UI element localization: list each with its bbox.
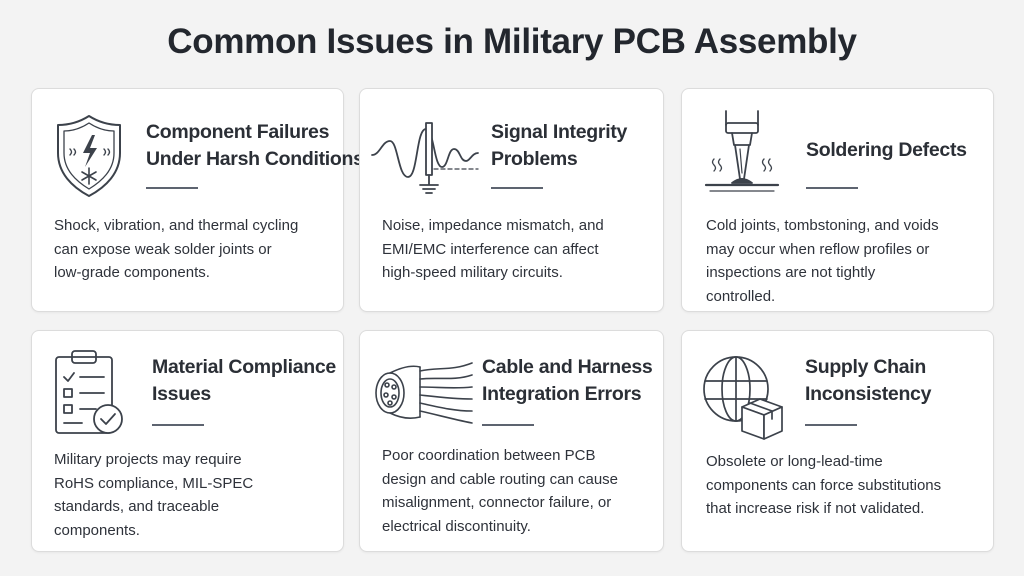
divider [806, 187, 858, 189]
clipboard-checklist-icon [52, 347, 128, 439]
divider [482, 424, 534, 426]
signal-waveform-icon [370, 121, 482, 205]
shield-lightning-snowflake-icon [54, 113, 124, 199]
cable-connector-icon [372, 357, 476, 429]
divider [146, 187, 198, 189]
divider [491, 187, 543, 189]
divider [152, 424, 204, 426]
page-title: Common Issues in Military PCB Assembly [167, 22, 857, 61]
card-soldering-defects: Soldering Defects Cold joints, tombstoni… [681, 88, 994, 312]
globe-box-icon [702, 353, 786, 441]
divider [805, 424, 857, 426]
soldering-iron-icon [702, 109, 782, 199]
card-title: Soldering Defects [806, 139, 967, 161]
